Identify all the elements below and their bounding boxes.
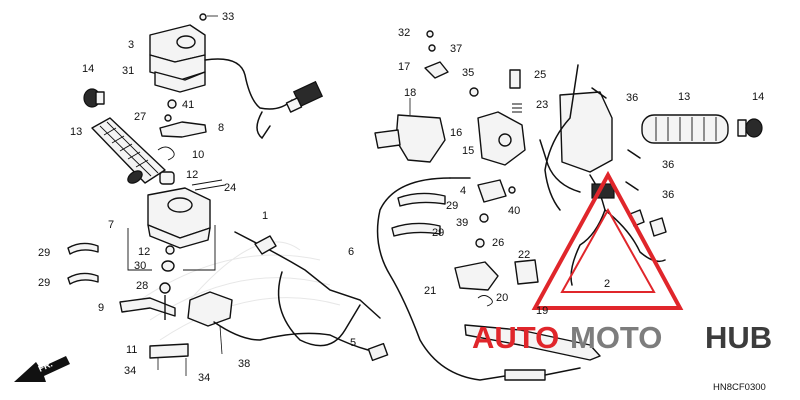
callout-31: 31 [122,65,134,77]
callout-29-left-lower: 29 [38,277,50,289]
callout-7: 7 [108,219,114,231]
adjuster-and-screws [424,30,479,97]
callout-23: 23 [536,99,548,111]
callout-38: 38 [238,358,250,370]
callout-15: 15 [462,145,474,157]
callout-41: 41 [182,99,194,111]
callout-11: 11 [126,344,137,356]
callout-35: 35 [462,67,474,79]
lever-pivot-and-bolts [149,343,189,376]
callout-22: 22 [518,249,530,261]
callout-3: 3 [128,39,134,51]
callout-13-right: 13 [678,91,690,103]
callout-36-middle: 36 [662,159,674,171]
callout-29-left-upper: 29 [38,247,50,259]
callout-21: 21 [424,285,436,297]
callout-4: 4 [460,185,466,197]
callout-9: 9 [98,302,104,314]
throttle-cover [374,98,446,163]
callout-39: 39 [456,217,468,229]
callout-19: 19 [536,305,548,317]
brake-lever-right [454,238,601,361]
callout-14-right: 14 [752,91,764,103]
background-hatch [139,241,341,341]
lever-bracket-parts [157,99,207,161]
callout-27: 27 [134,111,146,123]
callout-29-center-lower: 29 [432,227,444,239]
bracket-outline [127,225,216,271]
switch-wire-harness [204,58,324,140]
callout-29-center-upper: 29 [446,200,458,212]
callout-30: 30 [134,260,146,272]
callout-1: 1 [262,210,268,222]
right-switch-housing [539,64,613,211]
callout-40: 40 [508,205,520,217]
callout-14-left: 14 [82,63,94,75]
brake-lever-left [119,282,176,320]
callout-12-upper: 12 [186,169,198,181]
callout-13-left: 13 [70,126,82,138]
front-direction-arrow: FR. [14,356,70,382]
callout-37: 37 [450,43,462,55]
callout-labels: 33 3 31 14 41 27 8 13 10 12 24 7 12 30 2… [38,11,764,384]
spring-and-bolt [509,69,522,113]
callout-10: 10 [192,149,204,161]
callout-17: 17 [398,61,410,73]
watermark-text-dark: HUB [705,320,772,355]
callout-12-lower: 12 [138,246,150,258]
callout-8: 8 [218,122,224,134]
callout-34-right: 34 [198,372,210,384]
arrow-icon [14,356,70,382]
callout-36-lower: 36 [662,189,674,201]
callout-16: 16 [450,127,462,139]
mounting-screws-right [591,87,641,191]
right-hand-grip [641,114,729,144]
callout-32: 32 [398,27,410,39]
grip-end-right [737,118,763,138]
hose-clamps-left [67,242,99,285]
watermark-logo: AUTO MOTO HUB [472,320,772,355]
callout-33: 33 [222,11,234,23]
callout-18: 18 [404,87,416,99]
lever-bracket-right [477,111,526,223]
left-hand-grip [91,117,166,184]
callout-24: 24 [224,182,236,194]
upper-switch-housing [149,13,218,93]
callout-6: 6 [348,246,354,258]
watermark-triangle [531,170,684,310]
callout-28: 28 [136,280,148,292]
callout-2: 2 [604,278,610,290]
watermark-text-red: AUTO [472,320,559,355]
throttle-cable [234,231,381,347]
mount-clamps-center [391,192,446,237]
callout-5: 5 [350,337,356,349]
switch-unit-center [187,291,389,362]
callout-34-left: 34 [124,365,136,377]
callout-36-upper: 36 [626,92,638,104]
choke-cable [376,177,581,381]
throttle-housing [147,171,226,272]
grip-end-left [83,88,105,108]
callout-20: 20 [496,292,508,304]
callout-25: 25 [534,69,546,81]
callout-26: 26 [492,237,504,249]
diagram-code: HN8CF0300 [713,382,766,393]
watermark-text-grey: MOTO [570,320,662,355]
